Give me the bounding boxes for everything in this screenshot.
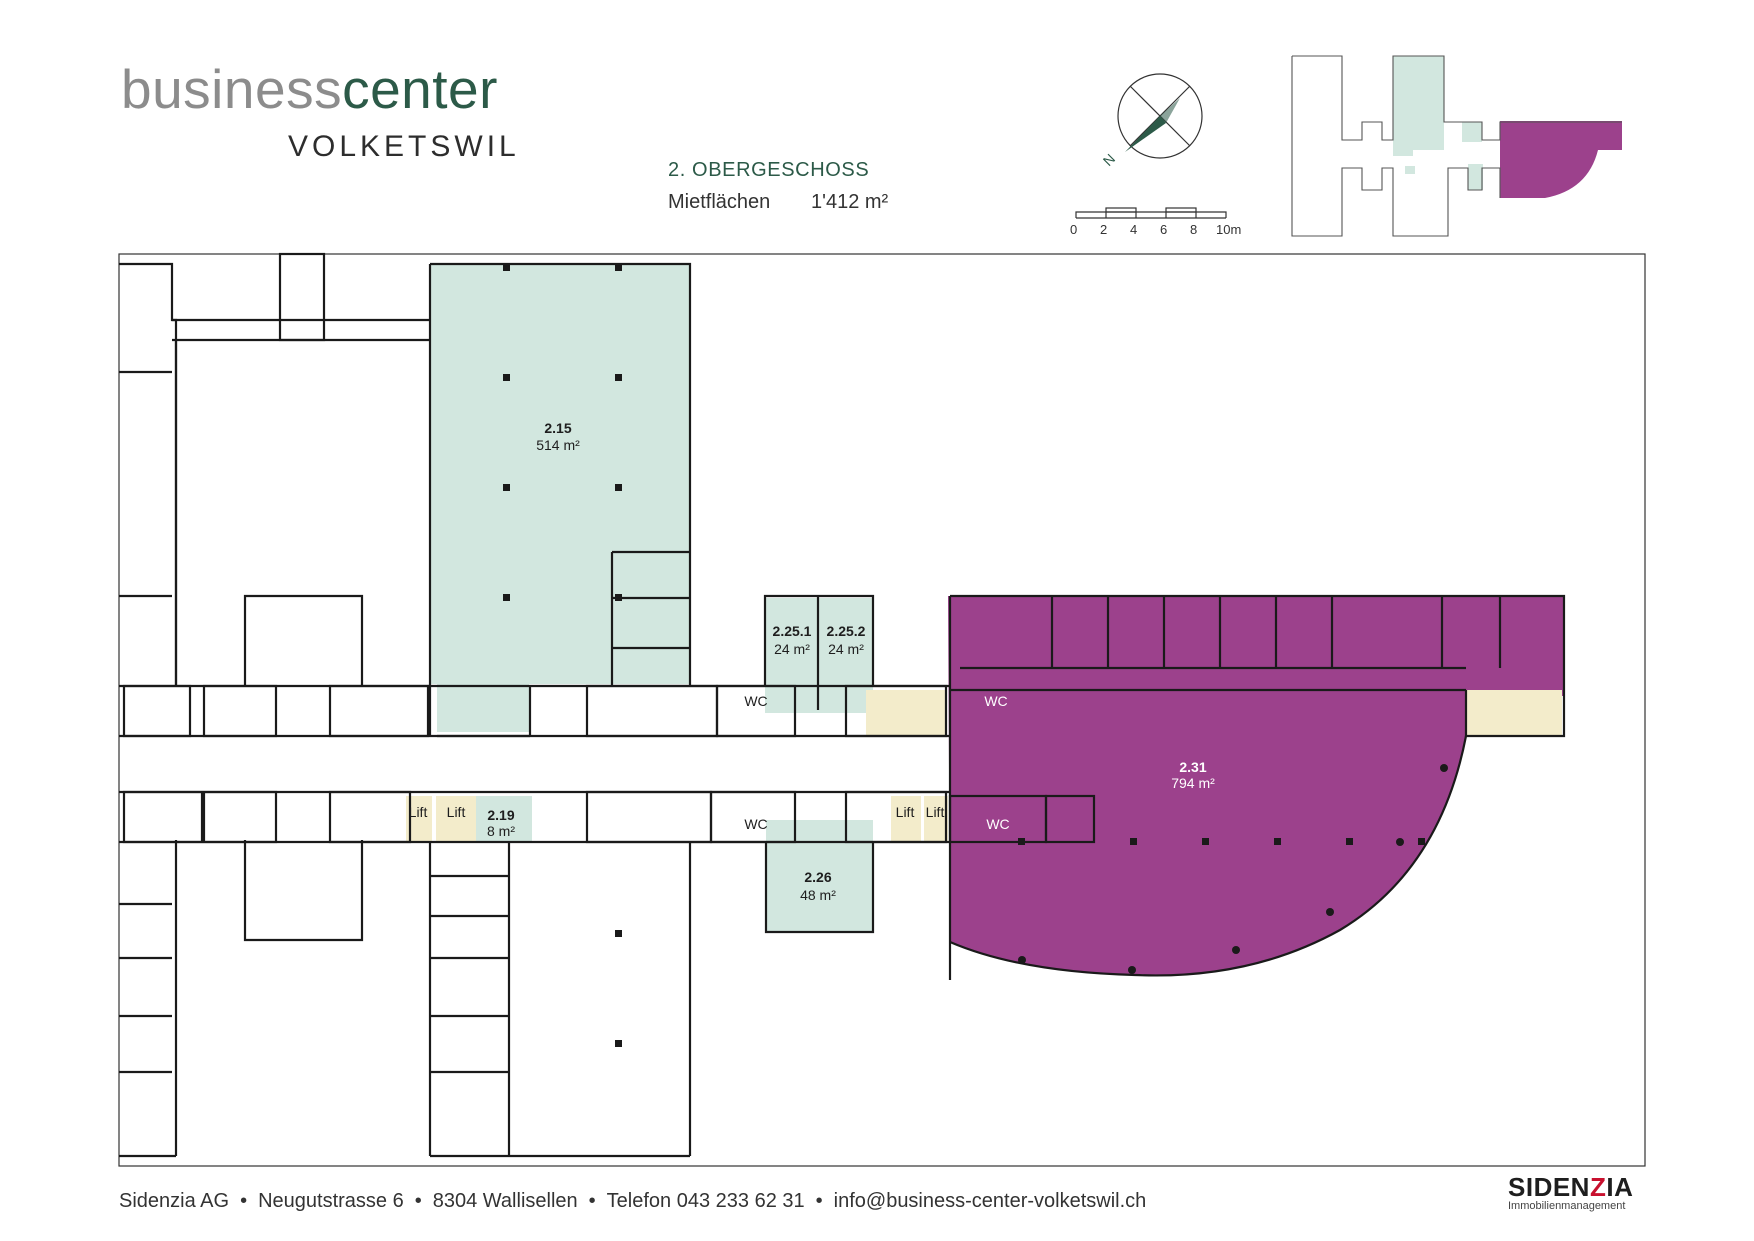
unit-2-26-area[interactable]: [766, 820, 873, 932]
unit-2-26-id: 2.26: [804, 869, 831, 885]
unit-2-26-size: 48 m²: [800, 887, 836, 903]
key-plan: [1291, 55, 1622, 237]
unit-2-19-size: 8 m²: [487, 823, 515, 839]
lift-label: Lift: [447, 804, 466, 820]
unit-2-15-area[interactable]: [430, 264, 690, 684]
unit-2-31-area[interactable]: [948, 596, 1564, 976]
walls: [119, 252, 1566, 1158]
scale-tick-label: 6: [1160, 222, 1168, 237]
unit-2-25-2-size: 24 m²: [828, 641, 864, 657]
wc-label: WC: [744, 816, 767, 832]
footer-phone[interactable]: Telefon 043 233 62 31: [606, 1190, 805, 1212]
plan-frame: [118, 253, 1646, 1167]
wc-label: WC: [744, 693, 767, 709]
brand-word-center: center: [342, 58, 498, 120]
unit-2-25-2-id: 2.25.2: [827, 623, 866, 639]
scale-tick-label: 0: [1070, 222, 1078, 237]
footer-company: Sidenzia AG: [119, 1190, 230, 1212]
unit-2-15-id: 2.15: [544, 420, 571, 436]
unit-2-19-area[interactable]: [476, 796, 532, 842]
wc-label: WC: [984, 693, 1007, 709]
brand-location: VOLKETSWIL: [288, 130, 520, 163]
unit-2-25-1-size: 24 m²: [774, 641, 810, 657]
sidenzia-logo: SIDENZIA: [1508, 1172, 1634, 1202]
wc-label: WC: [986, 816, 1009, 832]
stair-core: [1466, 690, 1562, 736]
lift-area: [891, 796, 921, 842]
brand-logo: businesscenter: [121, 62, 498, 117]
floor-title: 2. OBERGESCHOSS: [668, 159, 870, 181]
unit-2-25-1-id: 2.25.1: [773, 623, 812, 639]
scale-tick-label: 2: [1100, 222, 1108, 237]
footer-email[interactable]: info@business-center-volketswil.ch: [833, 1190, 1147, 1212]
footer-city: 8304 Wallisellen: [432, 1190, 578, 1212]
brand-word-business: business: [121, 58, 343, 120]
structural-columns: [503, 264, 1448, 1047]
scale-tick-label: 10m: [1216, 222, 1242, 237]
scale-tick-label: 4: [1130, 222, 1138, 237]
unit-2-31-size: 794 m²: [1171, 775, 1215, 791]
lift-label: Lift: [409, 804, 428, 820]
unit-2-19-id: 2.19: [487, 807, 514, 823]
scale-tick-label: 8: [1190, 222, 1198, 237]
scale-labels: 0 2 4 6 8 10m: [1066, 222, 1262, 242]
scale-bar: [1075, 207, 1227, 219]
stair-core: [866, 690, 946, 736]
unit-2-31-id: 2.31: [1179, 759, 1206, 775]
lift-area: [436, 796, 476, 842]
sidenzia-tagline: Immobilienmanagement: [1508, 1200, 1626, 1212]
footer: Sidenzia AG•Neugutstrasse 6•8304 Wallise…: [119, 1190, 1147, 1212]
compass-and-scale: N: [1075, 73, 1227, 219]
rental-area-label: Mietflächen: [668, 191, 771, 213]
lift-label: Lift: [896, 804, 915, 820]
lift-label: Lift: [926, 804, 945, 820]
compass-icon: [1117, 73, 1203, 159]
rental-area-value: 1'412 m²: [811, 191, 889, 213]
unit-2-15-size: 514 m²: [536, 437, 580, 453]
unit-2-25-1-area[interactable]: [765, 598, 818, 713]
footer-street: Neugutstrasse 6: [258, 1190, 404, 1212]
lift-area: [924, 796, 948, 842]
